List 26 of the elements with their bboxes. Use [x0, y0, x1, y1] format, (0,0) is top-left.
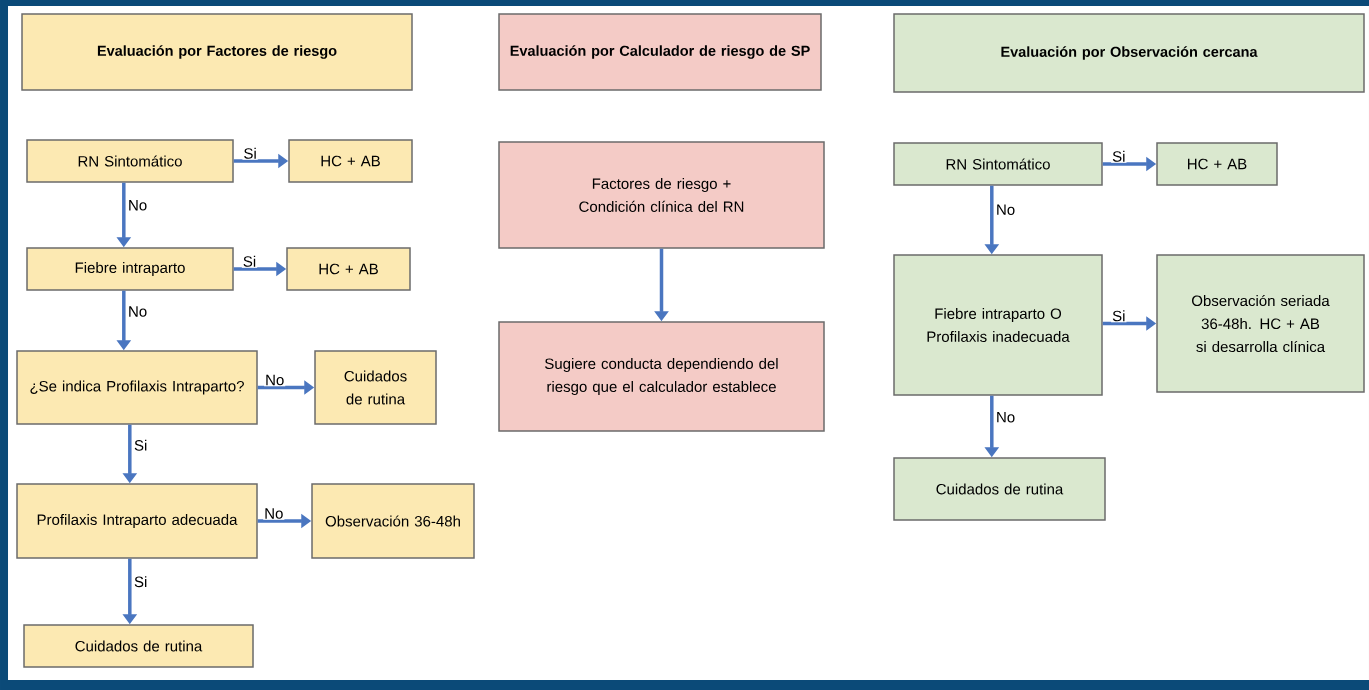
edge-label: Si — [133, 575, 149, 589]
header-box: Evaluación por Factores de riesgo — [21, 13, 413, 91]
process-box: Observación 36-48h — [311, 483, 475, 559]
header-box: Evaluación por Observación cercana — [893, 13, 1365, 93]
process-box: Profilaxis Intraparto adecuada — [16, 483, 258, 559]
process-box: RN Sintomático — [26, 139, 234, 183]
process-box: ¿Se indica Profilaxis Intraparto? — [16, 350, 258, 425]
edge-label: No — [995, 203, 1017, 216]
process-box: Cuidados de rutina — [893, 457, 1106, 521]
process-box: Factores de riesgo + Condición clínica del RN — [498, 141, 825, 249]
process-box: Cuidados de rutina — [314, 350, 437, 425]
process-box: Fiebre intraparto O Profilaxis inadecuada — [893, 254, 1103, 396]
process-box: Cuidados de rutina — [23, 624, 254, 668]
edge-label: No — [995, 411, 1017, 424]
process-box: Observación seriada 36-48h. HC + AB si desarrolla clínica — [1156, 254, 1365, 393]
process-box: Sugiere conducta dependiendo del riesgo que el calculador establece — [498, 321, 825, 432]
edge-label: No — [127, 305, 149, 318]
edge-label: No — [127, 199, 149, 212]
header-box: Evaluación por Calculador de riesgo de SP — [498, 13, 822, 91]
process-box: HC + AB — [288, 139, 413, 183]
process-box: Fiebre intraparto — [26, 247, 234, 291]
process-box: HC + AB — [286, 247, 411, 291]
process-box: RN Sintomático — [893, 142, 1103, 186]
edge-label: Si — [1111, 309, 1127, 323]
edge-label: No — [263, 507, 285, 520]
process-box: HC + AB — [1156, 142, 1278, 186]
